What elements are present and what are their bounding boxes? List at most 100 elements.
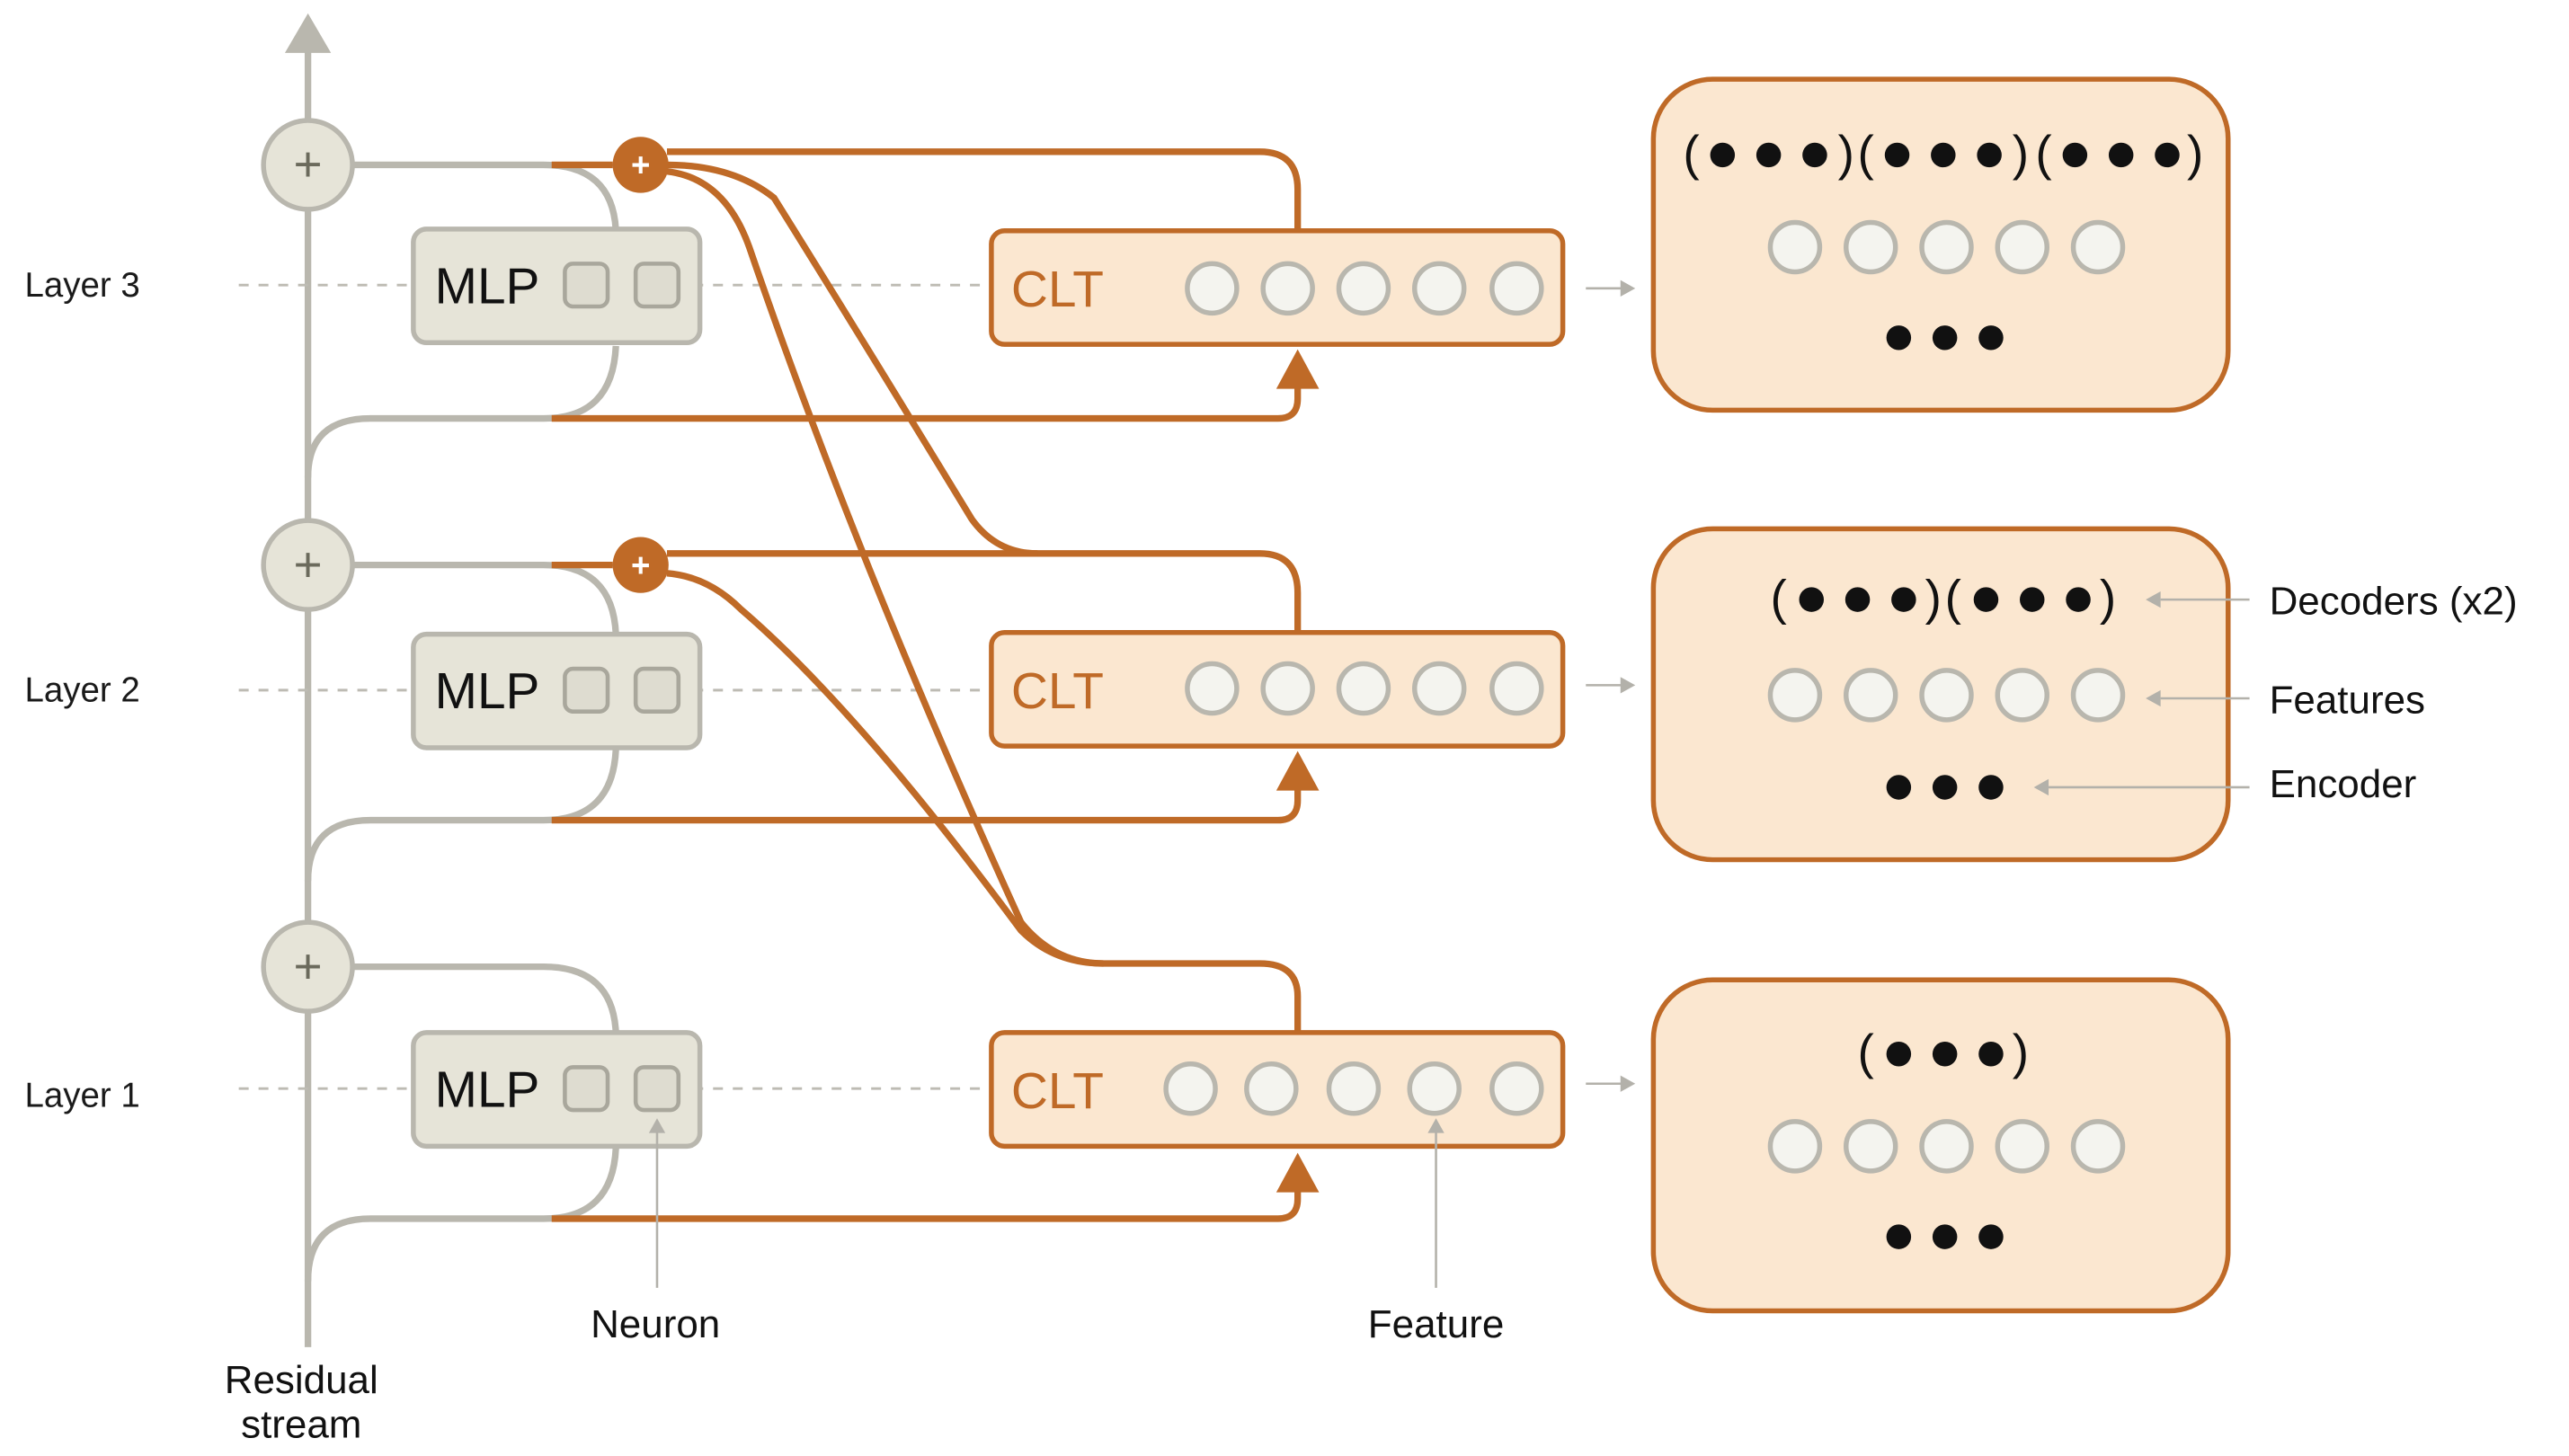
feature <box>1843 1119 1898 1174</box>
neuron <box>633 666 681 714</box>
clt-label: CLT <box>1011 663 1104 720</box>
feature <box>1919 668 1974 723</box>
decoder-dot <box>1799 587 1824 612</box>
arrow-icon <box>1620 280 1636 297</box>
feature <box>1185 261 1240 316</box>
feature <box>1843 668 1898 723</box>
feature <box>1260 261 1315 316</box>
mlp-block-layer2: MLP <box>411 631 703 750</box>
neuron <box>563 666 610 714</box>
decoder-dot <box>2108 142 2134 168</box>
feature <box>1411 261 1467 316</box>
paren: ) <box>2013 1024 2029 1079</box>
feature <box>1919 1119 1974 1174</box>
encoder-dot <box>1978 325 2004 351</box>
clt-label: CLT <box>1011 1063 1104 1120</box>
decoders-row: ( ) ( ) <box>1770 570 2116 626</box>
decoders-row: ( ) ( ) ( ) <box>1683 125 2203 181</box>
feature <box>1767 219 1823 275</box>
arrow-icon <box>2146 590 2161 608</box>
decoder-dot <box>2020 587 2045 612</box>
arrow-icon <box>1620 677 1636 694</box>
residual-stream-arrow-icon <box>284 13 332 53</box>
features-row <box>1767 668 2126 723</box>
arrow-icon <box>2033 778 2049 796</box>
encoder-row <box>1886 775 2004 800</box>
arrow-icon <box>1427 1118 1445 1133</box>
encoder-dot <box>1978 1224 2004 1249</box>
clt-block-layer3: CLT <box>989 227 1566 347</box>
plus-sign: + <box>294 537 323 592</box>
plus-sign: + <box>631 146 650 183</box>
decoder-dot <box>1710 142 1736 168</box>
arrow-icon <box>2146 689 2161 707</box>
paren: ) <box>2187 125 2203 181</box>
feature <box>1995 219 2049 275</box>
paren: ( <box>1858 1024 1874 1079</box>
detail-panel-layer1: ( ) <box>1650 977 2231 1314</box>
residual-stream-label: Residual <box>225 1358 378 1402</box>
layer-label: Layer 3 <box>24 266 139 305</box>
feature <box>1489 1061 1544 1116</box>
feature <box>1411 661 1467 716</box>
detail-panel-layer3: ( ) ( ) ( ) <box>1650 76 2231 413</box>
decoder-dot <box>2155 142 2180 168</box>
features-row <box>1767 1119 2126 1174</box>
paren: ( <box>2035 125 2051 181</box>
feature <box>1767 668 1823 723</box>
feature-row <box>1163 1061 1544 1116</box>
encoder-dot <box>1886 775 1912 800</box>
plus-sign: + <box>631 546 650 583</box>
decoder-dot <box>1886 1042 1912 1067</box>
decoders-row: ( ) <box>1858 1024 2030 1079</box>
mlp-branches <box>304 161 619 1282</box>
detail-arrows <box>1586 280 1636 1092</box>
residual-add-node-layer3: + <box>261 118 355 212</box>
feature-annotation: Feature <box>1368 1302 1504 1346</box>
feature <box>1336 661 1391 716</box>
feature <box>1260 661 1315 716</box>
paren: ( <box>1858 125 1874 181</box>
decoder-dot <box>1845 587 1871 612</box>
encoder-annotation: Encoder <box>2270 762 2417 806</box>
feature <box>1185 661 1240 716</box>
feature <box>1489 261 1544 316</box>
feature <box>1489 661 1544 716</box>
encoder-row <box>1886 325 2004 351</box>
clt-add-node-layer2: + <box>612 537 669 593</box>
plus-circle-icon <box>261 118 355 212</box>
mlp-label: MLP <box>435 258 540 315</box>
decoder-dot <box>1756 142 1782 168</box>
plus-circle-icon <box>612 537 669 593</box>
feature <box>1326 1061 1382 1116</box>
arrow-icon <box>1620 1075 1636 1092</box>
decoder-dot <box>1973 587 1999 612</box>
feature <box>1919 219 1974 275</box>
layer-label: Layer 2 <box>24 671 139 710</box>
mlp-label: MLP <box>435 1061 540 1118</box>
orange-connections <box>551 148 1302 1222</box>
neuron <box>563 1065 610 1113</box>
encoder-row <box>1886 1224 2004 1249</box>
features-row <box>1767 219 2126 275</box>
decoder-dot <box>1884 142 1910 168</box>
encoder-dot <box>1886 325 1912 351</box>
feature <box>1336 261 1391 316</box>
plus-sign: + <box>294 137 323 192</box>
neuron <box>633 1065 681 1113</box>
arrow-icon <box>648 1118 666 1133</box>
plus-circle-icon <box>261 919 355 1014</box>
paren: ( <box>1683 125 1699 181</box>
feature <box>2070 219 2126 275</box>
mlp-label: MLP <box>435 663 540 720</box>
paren: ) <box>1838 125 1854 181</box>
feature <box>2070 1119 2126 1174</box>
encoder-dot <box>1932 1224 1958 1249</box>
neuron <box>633 262 681 309</box>
feature <box>1843 219 1898 275</box>
encoder-dot <box>1932 775 1958 800</box>
decoder-dot <box>1978 1042 2004 1067</box>
feature <box>2070 668 2126 723</box>
decoder-dot <box>1891 587 1916 612</box>
